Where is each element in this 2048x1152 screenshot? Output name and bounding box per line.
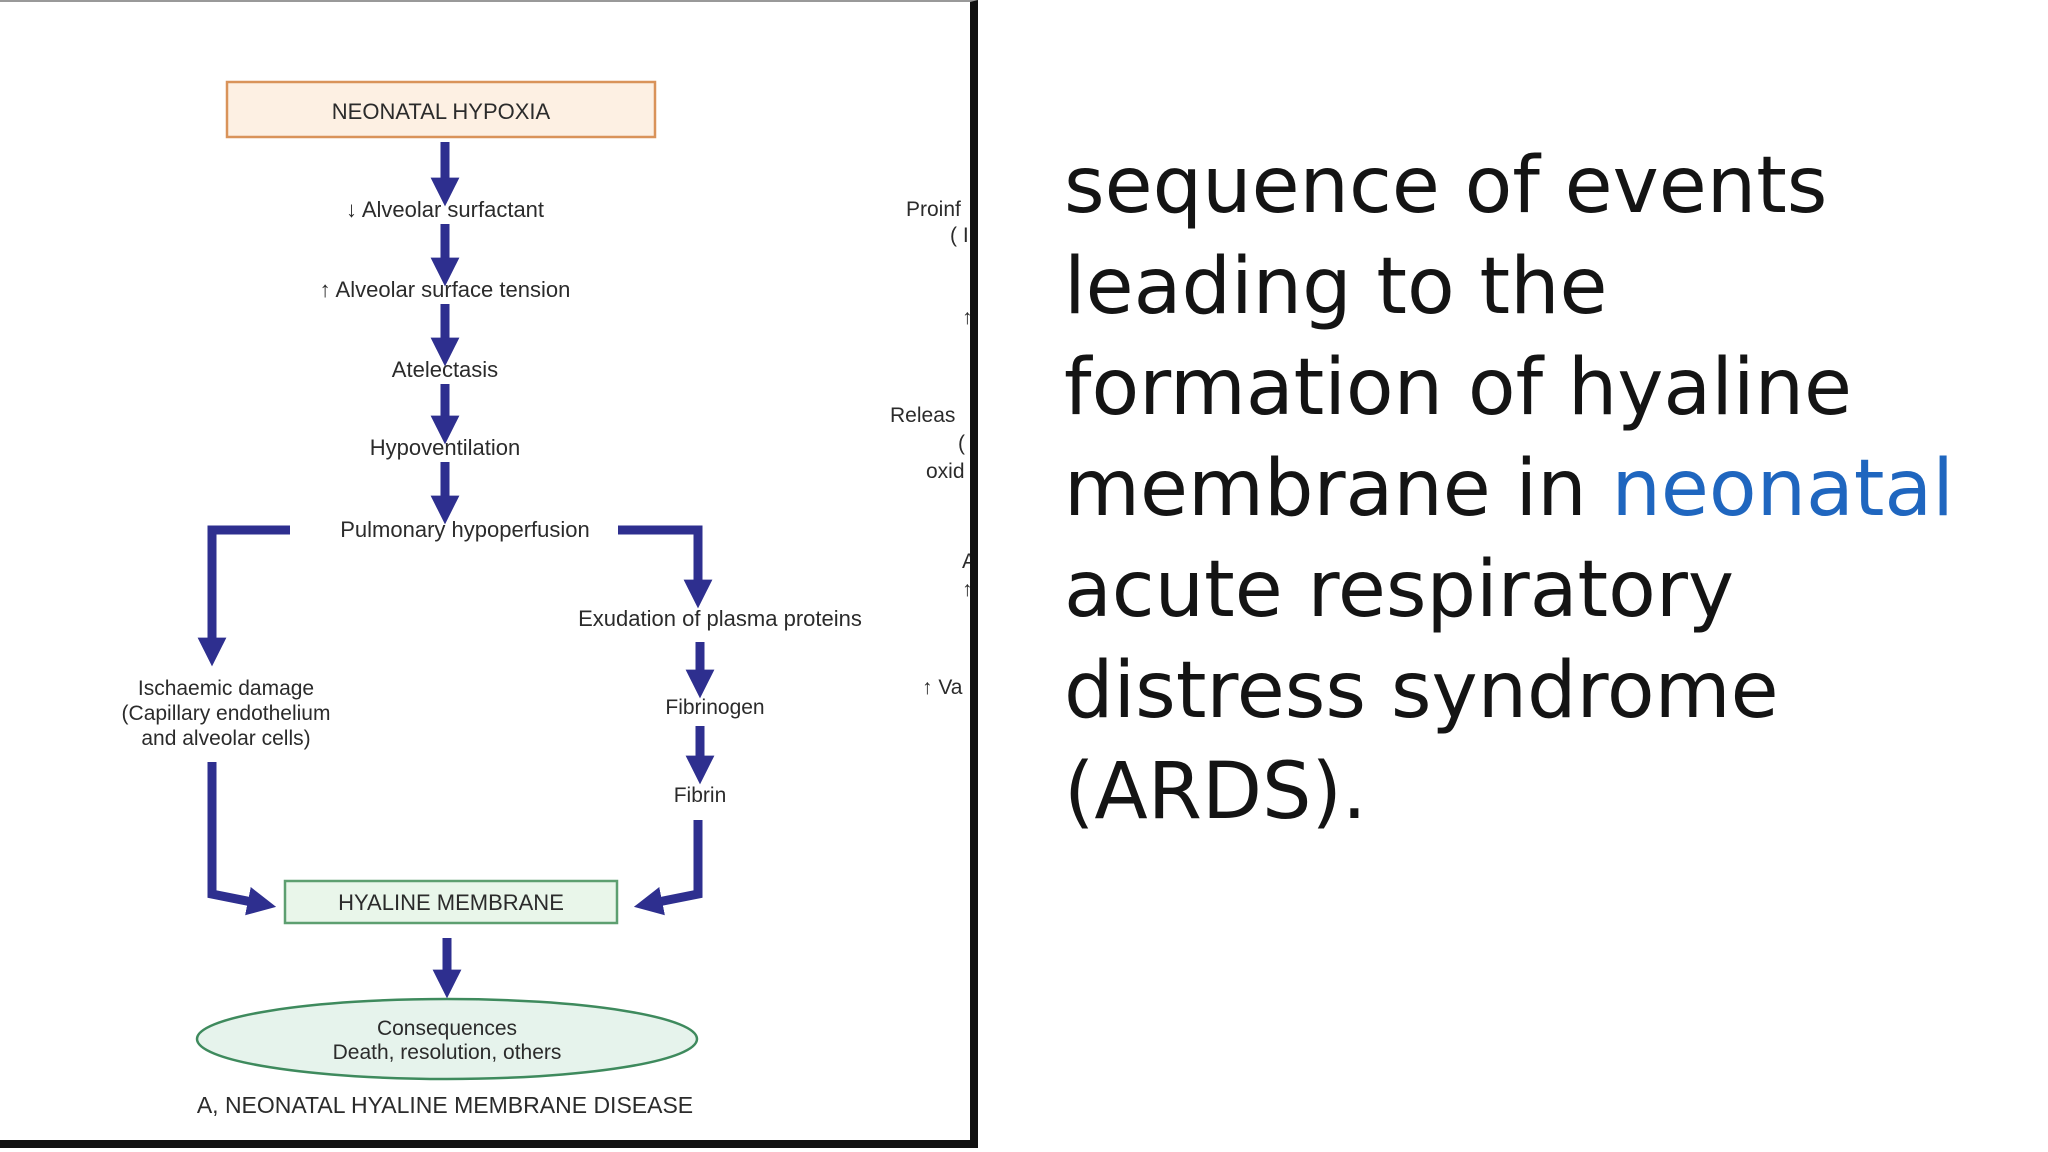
hyaline-box xyxy=(283,879,619,925)
clipped-label-d: Releas xyxy=(890,404,955,427)
clipped-labels: Proinf ( I ↑ Releas ( oxid A ↑ ↑ Va xyxy=(890,198,970,699)
start-box xyxy=(225,80,657,139)
clipped-label-b: ( I xyxy=(950,224,969,247)
clipped-label-a: Proinf xyxy=(906,198,961,221)
consequences-line-1: Consequences xyxy=(377,1017,517,1040)
node-ischaemic-line-1: Ischaemic damage xyxy=(138,677,314,700)
arrow-right-to-hyaline xyxy=(633,820,703,916)
clipped-label-f: oxid xyxy=(926,460,965,483)
node-exudation: Exudation of plasma proteins xyxy=(578,606,862,631)
clipped-label-e: ( xyxy=(958,432,965,455)
slide-body-text: sequence of events leading to the format… xyxy=(1064,136,1984,843)
slide-text-after: acute respiratory distress syndrome (ARD… xyxy=(1064,545,1779,837)
node-ischaemic-line-3: and alveolar cells) xyxy=(141,727,310,750)
node-surfactant: ↓ Alveolar surfactant xyxy=(346,197,544,222)
node-surface-tension: ↑ Alveolar surface tension xyxy=(320,277,571,302)
clipped-label-g: A xyxy=(962,550,970,573)
clipped-label-h: ↑ xyxy=(962,578,970,601)
figure-caption: A, NEONATAL HYALINE MEMBRANE DISEASE xyxy=(197,1092,693,1118)
node-fibrinogen: Fibrinogen xyxy=(665,696,764,719)
clipped-label-i: ↑ Va xyxy=(922,676,963,699)
node-atelectasis: Atelectasis xyxy=(392,357,498,382)
arrow-left-to-hyaline xyxy=(207,762,277,916)
node-hypoventilation: Hypoventilation xyxy=(370,435,520,460)
slide-text-highlight: neonatal xyxy=(1611,444,1954,534)
arrow-left-branch xyxy=(197,525,290,667)
slide-text-before: sequence of events leading to the format… xyxy=(1064,141,1852,534)
figure-panel: NEONATAL HYPOXIA ↓ Alveolar surfactant ↑… xyxy=(0,0,978,1148)
hyaline-label: HYALINE MEMBRANE xyxy=(338,890,564,915)
node-fibrin: Fibrin xyxy=(674,784,727,807)
start-label: NEONATAL HYPOXIA xyxy=(332,99,551,124)
node-hypoperfusion: Pulmonary hypoperfusion xyxy=(340,517,589,542)
node-ischaemic-line-2: (Capillary endothelium xyxy=(122,702,331,725)
chain-arrows xyxy=(430,142,715,999)
arrow-right-branch xyxy=(618,525,713,609)
consequences-ellipse xyxy=(195,997,699,1081)
flow-diagram: NEONATAL HYPOXIA ↓ Alveolar surfactant ↑… xyxy=(122,80,970,1118)
consequences-line-2: Death, resolution, others xyxy=(333,1041,562,1064)
branch-arrows xyxy=(197,525,713,916)
clipped-label-c: ↑ xyxy=(962,306,970,329)
